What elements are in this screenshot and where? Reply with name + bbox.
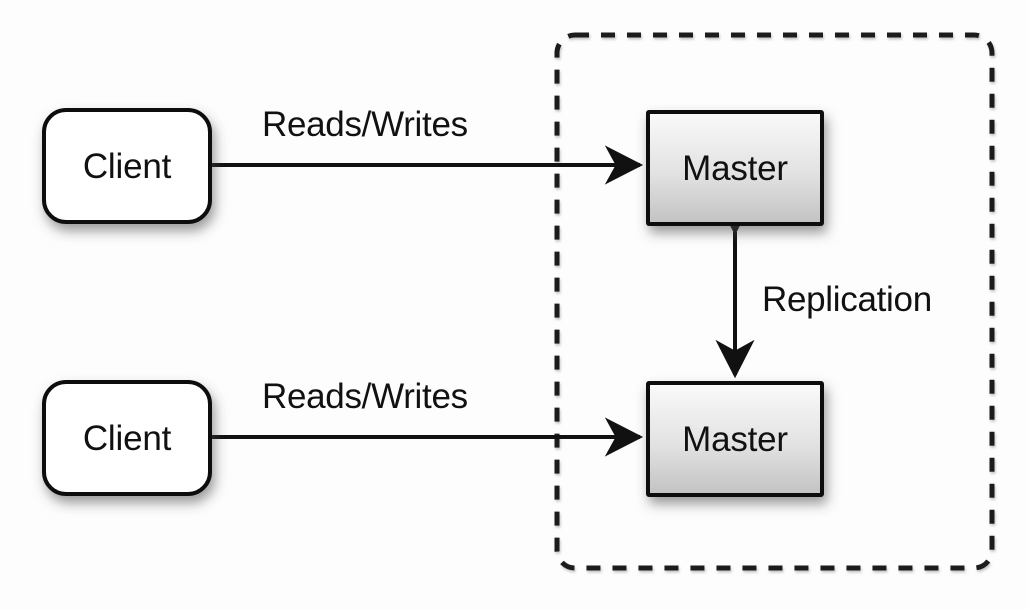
edge-label-reads-writes-bottom: Reads/Writes	[262, 377, 468, 416]
client-bottom-hit-target[interactable]	[44, 382, 210, 494]
edge-label-replication: Replication	[762, 280, 932, 319]
master-bottom-hit-target[interactable]	[648, 383, 822, 495]
edge-label-reads-writes-top: Reads/Writes	[262, 105, 468, 144]
client-top-hit-target[interactable]	[44, 110, 210, 222]
master-top-hit-target[interactable]	[648, 112, 822, 224]
